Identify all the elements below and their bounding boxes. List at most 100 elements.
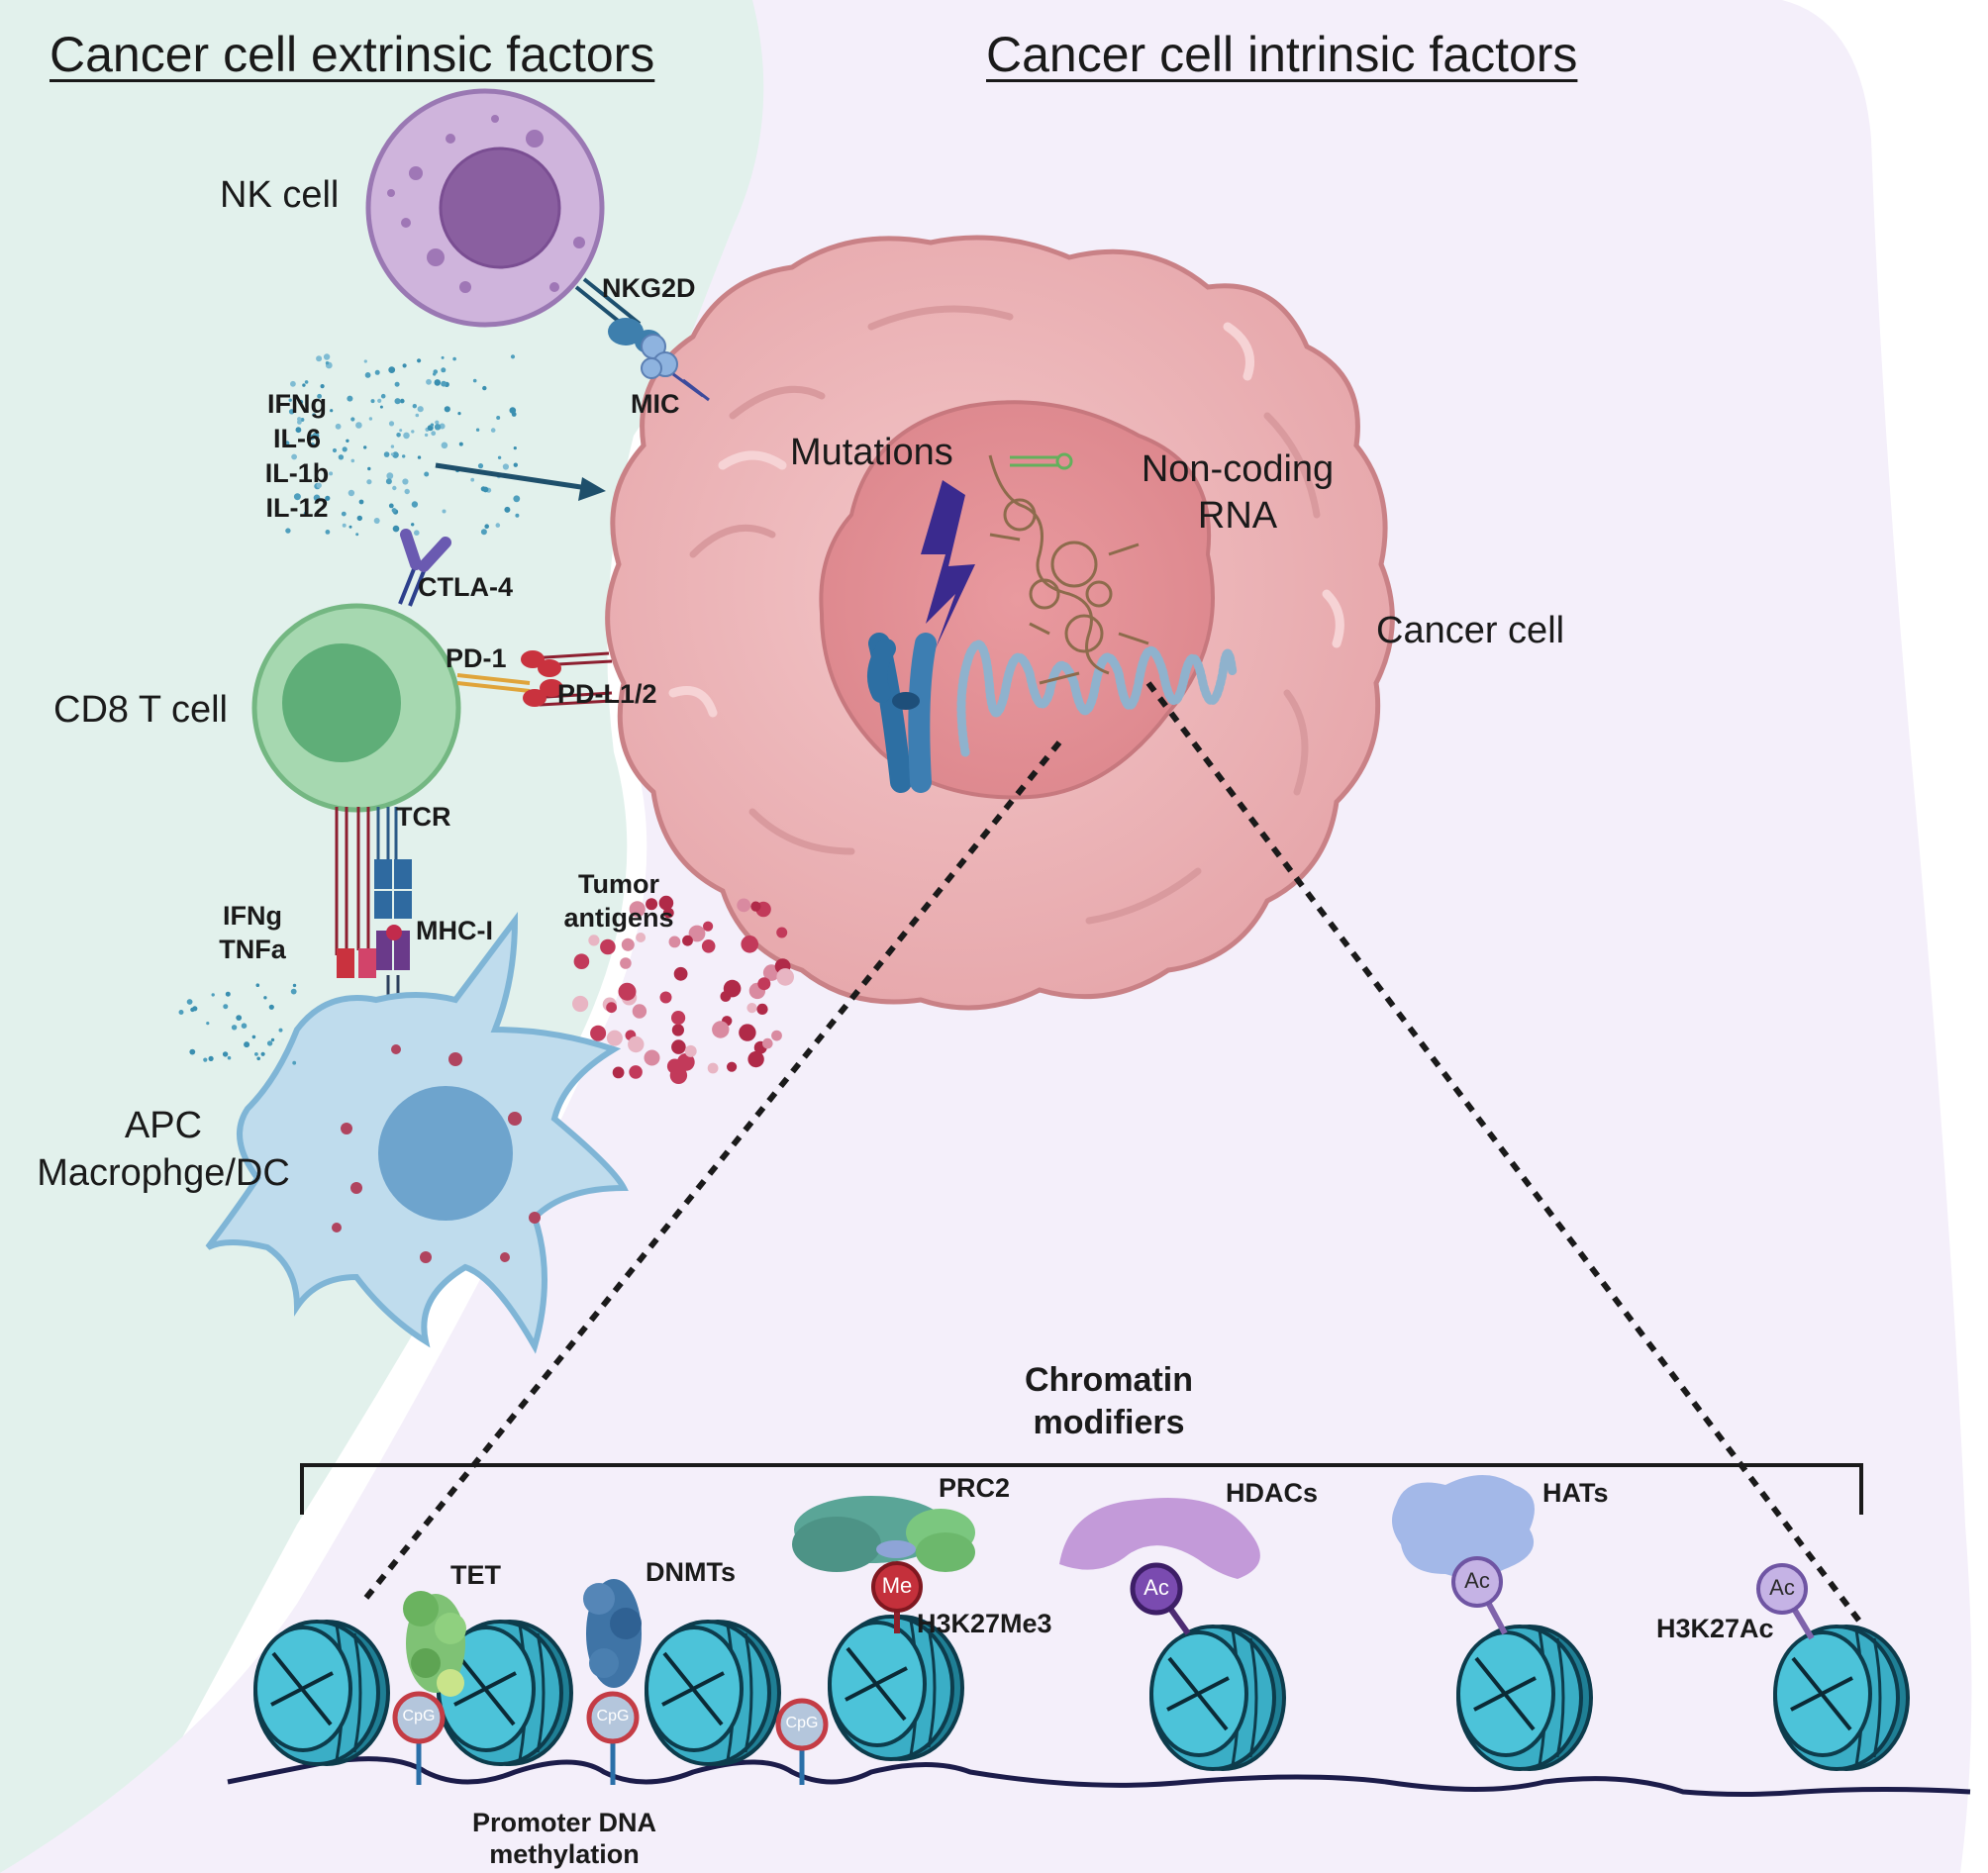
cloud-dot (771, 1030, 782, 1041)
cloud-dot (388, 503, 394, 509)
cloud-dot (346, 439, 349, 443)
cloud-dot (727, 1061, 738, 1072)
ncrna-label-line1: Non-coding (1141, 448, 1335, 490)
promoter-label-line2: methylation (489, 1839, 640, 1869)
cloud-dot (441, 355, 445, 359)
cloud-dot (297, 417, 302, 422)
cloud-dot (394, 398, 401, 405)
hdacs-label: HDACs (1226, 1478, 1319, 1508)
extrinsic-title: Cancer cell extrinsic factors (50, 27, 655, 82)
cloud-dot (302, 383, 306, 387)
cloud-dot (433, 372, 437, 376)
cloud-dot (701, 939, 716, 953)
cloud-dot (417, 455, 422, 459)
cloud-dot (278, 1028, 283, 1033)
cytokine-cloud (284, 353, 521, 537)
cloud-dot (268, 1004, 274, 1010)
cloud-dot (206, 1022, 210, 1026)
cloud-dot (263, 996, 267, 1000)
cloud-dot (290, 380, 296, 387)
cloud-dot (668, 936, 681, 948)
cloud-dot (490, 428, 496, 433)
cloud-dot (203, 1057, 208, 1062)
cloud-dot (313, 494, 321, 502)
cloud-dot (424, 471, 430, 477)
cloud-dot (308, 434, 315, 441)
cloud-dot (442, 509, 447, 514)
tcr-mhc-receptor (335, 807, 412, 1020)
cloud-dot (317, 393, 322, 399)
ac-label-hdac: Ac (1143, 1575, 1169, 1600)
cloud-dot (515, 513, 520, 518)
tcell-cytokine-cloud (178, 983, 297, 1065)
h3k27me3-label: H3K27Me3 (917, 1609, 1052, 1638)
cpg-marker-2 (586, 1691, 640, 1744)
cloud-dot (377, 398, 382, 403)
cloud-dot (402, 454, 406, 458)
cloud-dot (776, 927, 788, 938)
cloud-dot (192, 1006, 198, 1012)
cloud-dot (412, 404, 417, 409)
cloud-dot (292, 1060, 297, 1065)
cloud-dot (629, 901, 646, 918)
cloud-dot (497, 455, 502, 459)
cloud-dot (441, 380, 447, 387)
cloud-dot (404, 488, 410, 495)
cloud-dot (723, 979, 742, 998)
pd1-pdl1-receptor (456, 650, 613, 707)
promoter-label-line1: Promoter DNA (471, 1808, 657, 1837)
cloud-dot (417, 406, 424, 413)
cloud-dot (374, 369, 380, 375)
cloud-dot (223, 1004, 229, 1010)
cloud-dot (435, 420, 440, 425)
zoom-line-left (358, 740, 1062, 1606)
cloud-dot (225, 991, 231, 997)
cpg-label-3: CpG (785, 1715, 819, 1731)
cloud-dot (288, 398, 292, 402)
cloud-dot (355, 422, 362, 429)
cloud-dot (388, 366, 396, 373)
cloud-dot (688, 925, 706, 942)
cloud-dot (236, 1015, 243, 1021)
cloud-dot (612, 1066, 625, 1079)
cancer-cell-shape (605, 235, 1395, 1011)
hat-enzyme-icon (1392, 1475, 1535, 1635)
apc-label-line1: APC (124, 1105, 203, 1146)
cloud-dot (424, 433, 429, 438)
cloud-dot (472, 378, 477, 383)
cloud-dot (573, 953, 590, 969)
cloud-dot (254, 1052, 258, 1056)
cloud-dot (330, 409, 334, 413)
pdl-label: PD-L1/2 (557, 679, 657, 709)
dna-strand (227, 1756, 1971, 1797)
cloud-dot (394, 381, 400, 387)
cloud-dot (298, 399, 304, 405)
cloud-dot (386, 472, 394, 480)
cloud-dot (260, 1051, 265, 1056)
cloud-dot (366, 479, 372, 485)
cloud-dot (388, 421, 395, 427)
cloud-dot (303, 511, 308, 516)
cloud-dot (496, 416, 501, 420)
cloud-dot (255, 983, 260, 987)
nucleosome-6 (1456, 1625, 1593, 1771)
cloud-dot (673, 966, 688, 981)
cloud-dot (290, 988, 297, 995)
cloud-dot (480, 529, 487, 536)
cloud-dot (367, 466, 371, 471)
cloud-dot (682, 935, 693, 946)
cloud-dot (658, 895, 674, 911)
cloud-dot (414, 530, 420, 536)
cloud-dot (390, 444, 395, 448)
chromatin-fiber (956, 640, 1238, 757)
cpg-label-1: CpG (402, 1708, 436, 1725)
nucleosome-3 (645, 1620, 781, 1766)
cloud-dot (411, 501, 419, 508)
cloud-dot (312, 413, 316, 417)
cloud-dot (231, 1025, 238, 1031)
cloud-dot (293, 493, 301, 501)
cloud-dot (403, 432, 410, 440)
cd8-cell-label: CD8 T cell (53, 689, 228, 731)
cloud-dot (509, 407, 517, 414)
cloud-dot (606, 1002, 617, 1014)
